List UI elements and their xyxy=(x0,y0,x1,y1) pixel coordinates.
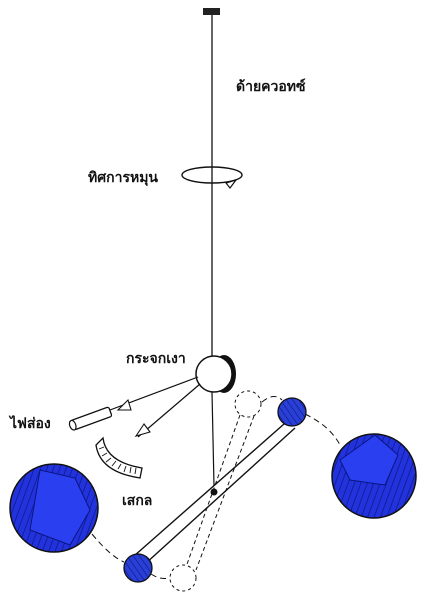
mirror-label: กระจกเงา xyxy=(126,351,186,367)
light-source-label: ไฟส่อง xyxy=(10,416,51,432)
mirror xyxy=(195,355,236,393)
quartz-fiber-label: ด้ายควอทซ์ xyxy=(236,79,306,95)
reflected-beam-arrow xyxy=(134,423,151,437)
large-sphere-right xyxy=(331,433,417,519)
rotation-arrow-icon xyxy=(181,166,243,189)
curved-scale-icon xyxy=(95,436,143,479)
scale-label: เสกล xyxy=(122,493,153,509)
flashlight-icon xyxy=(68,406,113,431)
fiber-clamp xyxy=(203,8,220,15)
pivot-point xyxy=(210,488,218,496)
incident-beam-arrow xyxy=(116,398,132,411)
large-sphere-left xyxy=(9,463,99,553)
rod-rest-position xyxy=(169,390,262,592)
rotation-direction-label: ทิศการหมุน xyxy=(88,170,158,186)
small-sphere-upper xyxy=(277,397,307,427)
fiber-lower xyxy=(211,391,215,487)
small-sphere-lower xyxy=(123,553,153,583)
orbit-path xyxy=(91,396,341,579)
reflected-beam xyxy=(137,383,201,438)
torsion-rod xyxy=(133,423,296,565)
